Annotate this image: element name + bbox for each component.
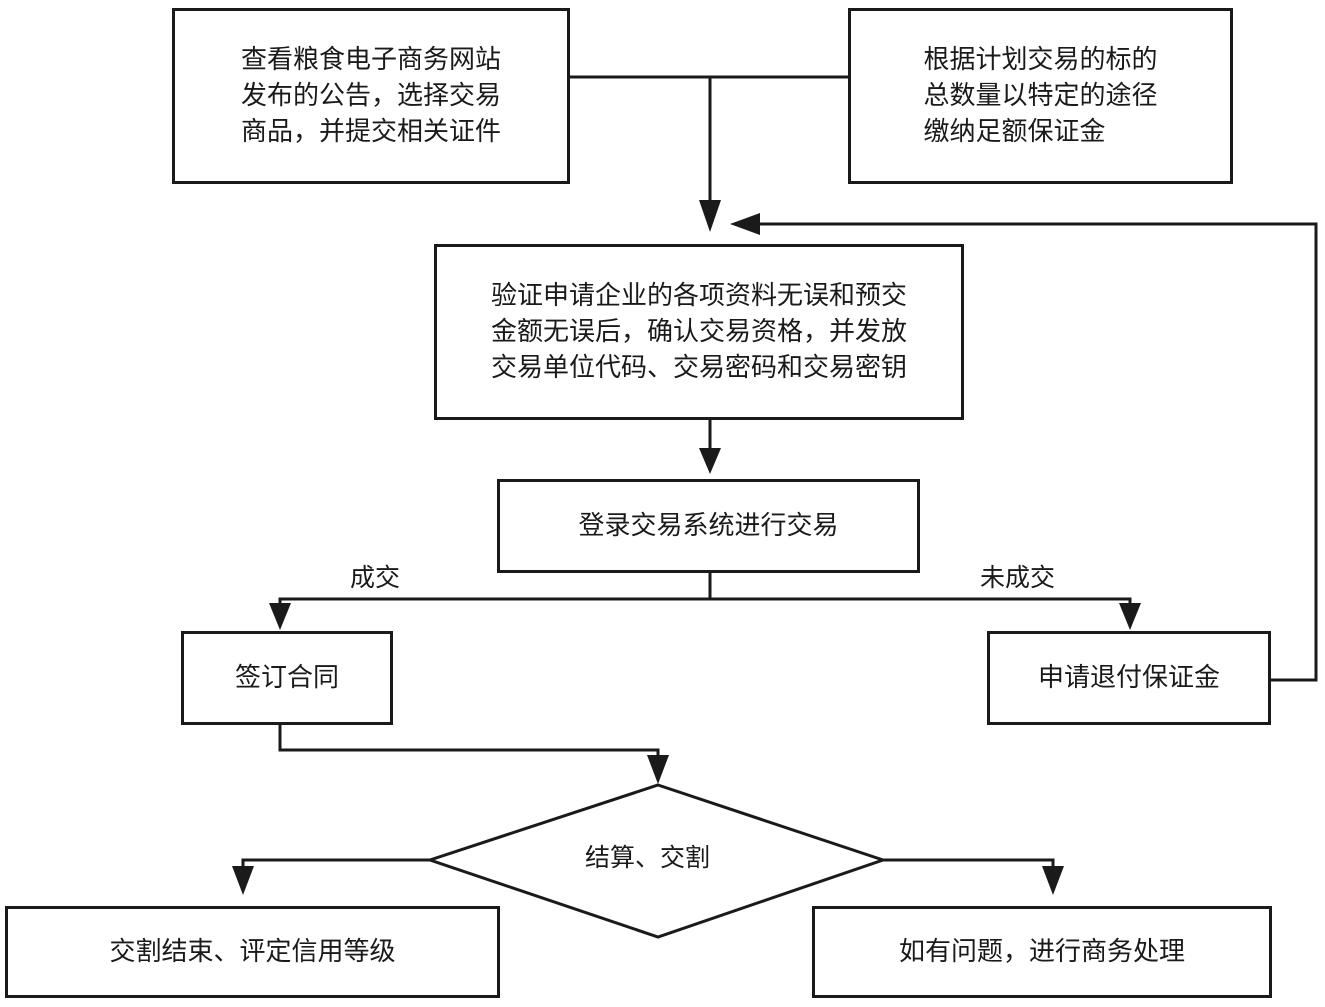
arrowhead-into-refund	[1119, 603, 1141, 630]
connector-refund-loop	[760, 222, 1318, 682]
node-text: 交割结束、评定信用等级	[109, 937, 396, 967]
edge-label-deal: 成交	[350, 563, 401, 592]
node-text: 签订合同	[234, 663, 339, 693]
connector-settlement-right	[883, 858, 1055, 875]
node-pay-deposit: 根据计划交易的标的 总数量以特定的途径 缴纳足额保证金	[848, 8, 1233, 184]
arrowhead-loop-return	[730, 213, 760, 235]
node-settlement-text: 结算、交割	[585, 843, 711, 872]
node-view-announcement: 查看粮食电子商务网站 发布的公告，选择交易 商品，并提交相关证件	[172, 8, 570, 184]
node-end-rating: 交割结束、评定信用等级	[5, 906, 500, 998]
node-sign-contract: 签订合同	[181, 631, 393, 725]
arrowhead-into-business	[1042, 866, 1064, 895]
edge-label-no-deal: 未成交	[980, 563, 1056, 592]
connector-deal-branch	[278, 597, 710, 610]
node-text: 登录交易系统进行交易	[578, 511, 839, 541]
node-text: 验证申请企业的各项资料无误和预交 金额无误后，确认交易资格，并发放 交易单位代码…	[490, 281, 907, 383]
node-text: 如有问题，进行商务处理	[898, 937, 1185, 967]
node-text: 申请退付保证金	[1037, 663, 1220, 693]
arrowhead-into-end-rating	[232, 866, 254, 895]
node-refund-deposit: 申请退付保证金	[987, 631, 1271, 725]
arrowhead-into-contract	[269, 603, 291, 630]
connector-no-deal-branch	[710, 597, 1132, 610]
connector-contract-settlement	[278, 724, 660, 765]
node-text: 查看粮食电子商务网站 发布的公告，选择交易 商品，并提交相关证件	[240, 45, 501, 147]
connector-settlement-left	[241, 858, 430, 875]
arrowhead-into-login	[699, 448, 721, 474]
arrowhead-into-verify	[699, 200, 721, 232]
arrowhead-into-settlement	[647, 755, 669, 784]
node-login-trade: 登录交易系统进行交易	[497, 479, 920, 573]
settlement-diamond	[425, 783, 888, 939]
node-business-handling: 如有问题，进行商务处理	[812, 906, 1272, 998]
node-text: 根据计划交易的标的 总数量以特定的途径 缴纳足额保证金	[923, 45, 1158, 147]
node-verify: 验证申请企业的各项资料无误和预交 金额无误后，确认交易资格，并发放 交易单位代码…	[434, 244, 964, 420]
